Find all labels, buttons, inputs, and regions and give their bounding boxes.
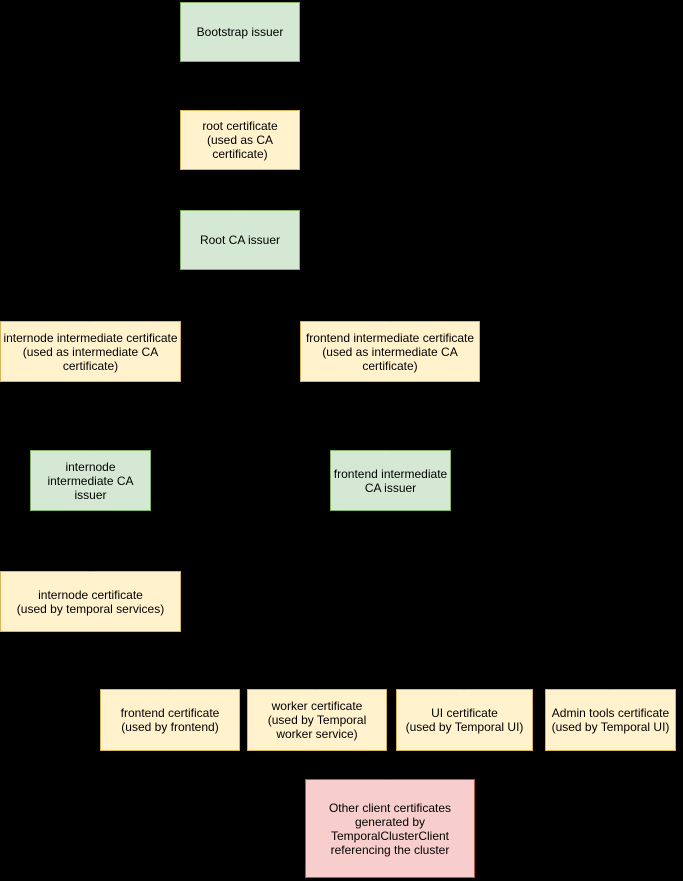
diagram-node-internode-intermediate-ca-issuer: internode intermediate CA issuer [30,450,151,511]
node-label: Bootstrap issuer [196,25,284,39]
diagram-node-frontend-intermediate-ca-issuer: frontend intermediate CA issuer [330,450,451,511]
node-label: Root CA issuer [199,233,281,247]
diagram-node-internode-certificate: internode certificate (used by temporal … [0,571,181,632]
diagram-node-bootstrap-issuer: Bootstrap issuer [180,2,300,62]
node-label: Other client certificates generated by T… [328,800,452,857]
edge-frontend-intermediate-ca-issuer-to-worker-certificate [312,511,391,690]
diagram-node-admin-tools-certificate: Admin tools certificate (used by Tempora… [545,689,676,751]
edge-frontend-intermediate-ca-issuer-to-admin-tools-certificate [389,511,615,690]
node-label: root certificate (used as CA certificate… [202,119,278,161]
edge-root-ca-issuer-to-frontend-intermediate-certificate [239,270,395,322]
node-label: frontend intermediate CA issuer [333,466,448,495]
diagram-node-worker-certificate: worker certificate (used by Temporal wor… [247,689,387,751]
node-label: UI certificate (used by Temporal UI) [405,706,524,734]
diagram-node-root-ca-issuer: Root CA issuer [180,210,300,270]
diagram-node-frontend-certificate: frontend certificate (used by frontend) [100,689,240,751]
node-label: internode certificate (used by temporal … [16,587,165,616]
node-label: frontend certificate (used by frontend) [120,706,220,734]
edge-root-ca-issuer-to-internode-intermediate-certificate [85,270,241,322]
node-label: frontend intermediate certificate (used … [305,330,475,373]
node-label: internode intermediate certificate (used… [3,330,178,373]
diagram-node-root-certificate: root certificate (used as CA certificate… [180,110,300,170]
diagram-node-ui-certificate: UI certificate (used by Temporal UI) [396,689,533,751]
node-label: internode intermediate CA issuer [47,459,134,502]
diagram-node-frontend-intermediate-certificate: frontend intermediate certificate (used … [300,321,480,382]
diagram-node-internode-intermediate-certificate: internode intermediate certificate (used… [0,321,181,382]
edge-frontend-intermediate-ca-issuer-to-frontend-certificate [165,511,391,690]
diagram-node-other-client-certificates: Other client certificates generated by T… [305,779,475,878]
node-label: worker certificate (used by Temporal wor… [267,699,367,741]
node-label: Admin tools certificate (used by Tempora… [551,706,670,734]
edge-frontend-intermediate-ca-issuer-to-ui-certificate [389,511,469,690]
